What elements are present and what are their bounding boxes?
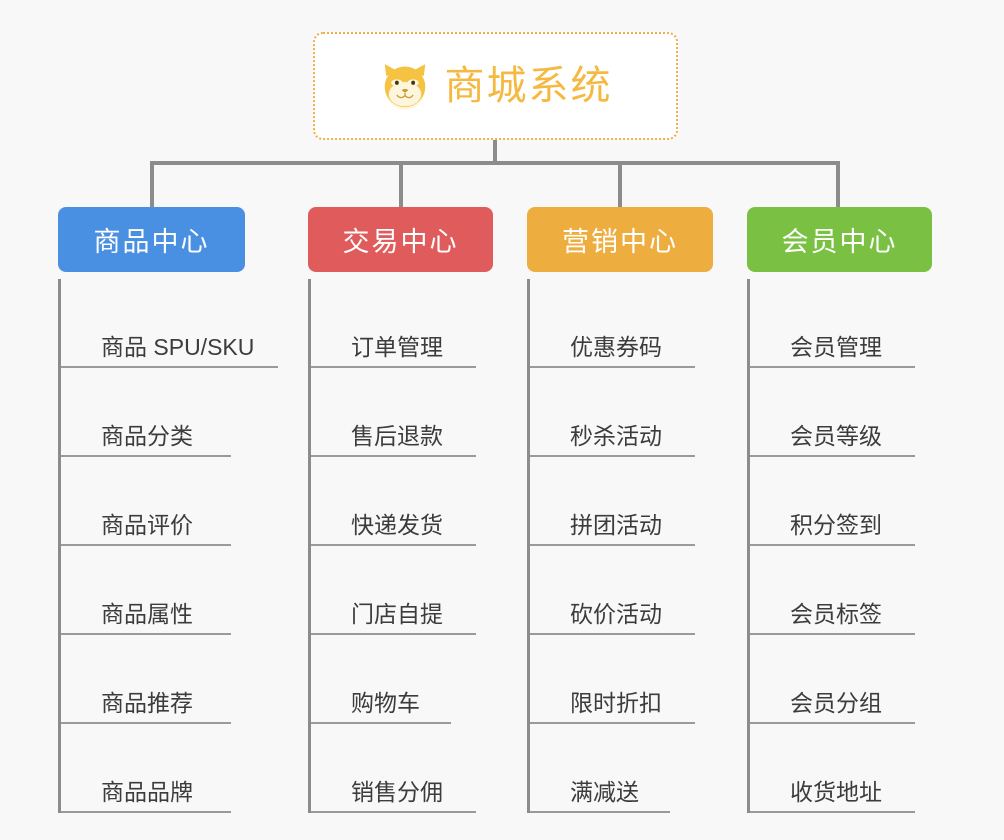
leaf-label: 销售分佣 (351, 778, 443, 805)
list-item[interactable]: 快递发货 (311, 457, 493, 546)
leaf-underline (61, 811, 231, 813)
leaf-label: 拼团活动 (570, 511, 662, 538)
leaf-label: 商品推荐 (101, 689, 193, 716)
shiba-dog-face-icon (379, 60, 431, 112)
root-node[interactable]: 商城系统 (313, 32, 678, 140)
category-header-trade-center[interactable]: 交易中心 (308, 207, 493, 272)
leaf-label: 秒杀活动 (570, 422, 662, 449)
connector-drop-marketing-center (618, 161, 622, 208)
leaf-label: 收货地址 (790, 778, 882, 805)
leaf-label: 砍价活动 (570, 600, 662, 627)
list-item[interactable]: 限时折扣 (530, 635, 713, 724)
leaf-underline (750, 633, 915, 635)
list-item[interactable]: 满减送 (530, 724, 713, 813)
leaf-underline (61, 633, 231, 635)
leaf-label: 商品品牌 (101, 778, 193, 805)
connector-root-stem (493, 140, 497, 164)
leaf-underline (750, 455, 915, 457)
category-column-product-center: 商品中心 商品 SPU/SKU 商品分类 商品评价 商品属性 商品推荐 (58, 207, 278, 813)
leaf-underline (530, 811, 670, 813)
leaf-label: 快递发货 (351, 511, 443, 538)
leaf-underline (311, 633, 476, 635)
leaf-label: 会员等级 (790, 422, 882, 449)
list-item[interactable]: 商品分类 (61, 368, 254, 457)
list-item[interactable]: 收货地址 (750, 724, 932, 813)
leaf-underline (530, 455, 695, 457)
branch-spine-marketing-center: 优惠券码 秒杀活动 拼团活动 砍价活动 限时折扣 满减送 (527, 279, 713, 813)
leaf-underline (311, 544, 476, 546)
category-header-product-center[interactable]: 商品中心 (58, 207, 245, 272)
leaf-underline (750, 366, 915, 368)
branch-spine-member-center: 会员管理 会员等级 积分签到 会员标签 会员分组 收货地址 (747, 279, 932, 813)
category-header-label: 会员中心 (781, 227, 898, 257)
leaf-label: 门店自提 (351, 600, 443, 627)
list-item[interactable]: 优惠券码 (530, 279, 713, 368)
list-item[interactable]: 门店自提 (311, 546, 493, 635)
list-item[interactable]: 秒杀活动 (530, 368, 713, 457)
list-item[interactable]: 积分签到 (750, 457, 932, 546)
list-item[interactable]: 拼团活动 (530, 457, 713, 546)
category-header-label: 交易中心 (342, 227, 459, 257)
root-title: 商城系统 (444, 64, 613, 108)
category-header-label: 商品中心 (93, 227, 210, 257)
list-item[interactable]: 售后退款 (311, 368, 493, 457)
leaf-label: 商品分类 (101, 422, 193, 449)
list-item[interactable]: 商品品牌 (61, 724, 254, 813)
leaf-underline (61, 722, 231, 724)
leaf-label: 购物车 (351, 689, 420, 716)
leaf-label: 优惠券码 (570, 333, 662, 360)
leaf-underline (61, 455, 231, 457)
leaf-underline (750, 722, 915, 724)
list-item[interactable]: 销售分佣 (311, 724, 493, 813)
leaf-underline (311, 811, 476, 813)
category-column-marketing-center: 营销中心 优惠券码 秒杀活动 拼团活动 砍价活动 限时折扣 (527, 207, 713, 813)
leaf-underline (530, 544, 695, 546)
category-header-member-center[interactable]: 会员中心 (747, 207, 932, 272)
leaf-label: 满减送 (570, 778, 639, 805)
leaf-underline (530, 633, 695, 635)
leaf-underline (530, 722, 695, 724)
leaf-label: 商品评价 (101, 511, 193, 538)
list-item[interactable]: 会员管理 (750, 279, 932, 368)
leaf-label: 积分签到 (790, 511, 882, 538)
leaf-label: 订单管理 (351, 333, 443, 360)
branch-spine-trade-center: 订单管理 售后退款 快递发货 门店自提 购物车 销售分佣 (308, 279, 493, 813)
list-item[interactable]: 商品评价 (61, 457, 254, 546)
leaf-label: 售后退款 (351, 422, 443, 449)
branch-spine-product-center: 商品 SPU/SKU 商品分类 商品评价 商品属性 商品推荐 商品品牌 (58, 279, 278, 813)
leaf-label: 商品 SPU/SKU (101, 333, 255, 360)
category-column-trade-center: 交易中心 订单管理 售后退款 快递发货 门店自提 购物车 (308, 207, 493, 813)
list-item[interactable]: 砍价活动 (530, 546, 713, 635)
leaf-underline (61, 544, 231, 546)
list-item[interactable]: 会员标签 (750, 546, 932, 635)
leaf-underline (311, 455, 476, 457)
leaf-label: 会员分组 (790, 689, 882, 716)
leaf-label: 会员标签 (790, 600, 882, 627)
leaf-underline (311, 722, 451, 724)
category-column-member-center: 会员中心 会员管理 会员等级 积分签到 会员标签 会员分组 (747, 207, 932, 813)
category-header-label: 营销中心 (562, 227, 678, 257)
list-item[interactable]: 订单管理 (311, 279, 493, 368)
category-header-marketing-center[interactable]: 营销中心 (527, 207, 713, 272)
leaf-label: 商品属性 (101, 600, 193, 627)
connector-drop-trade-center (399, 161, 403, 208)
leaf-underline (530, 366, 695, 368)
list-item[interactable]: 会员分组 (750, 635, 932, 724)
leaf-underline (61, 366, 278, 368)
list-item[interactable]: 会员等级 (750, 368, 932, 457)
leaf-underline (311, 366, 476, 368)
list-item[interactable]: 商品属性 (61, 546, 254, 635)
leaf-label: 会员管理 (790, 333, 882, 360)
leaf-underline (750, 544, 915, 546)
connector-drop-product-center (150, 161, 154, 208)
leaf-label: 限时折扣 (570, 689, 662, 716)
connector-drop-member-center (836, 161, 840, 208)
list-item[interactable]: 商品推荐 (61, 635, 254, 724)
list-item[interactable]: 商品 SPU/SKU (61, 279, 278, 368)
leaf-underline (750, 811, 915, 813)
connector-horizontal-bus (150, 161, 838, 165)
list-item[interactable]: 购物车 (311, 635, 493, 724)
